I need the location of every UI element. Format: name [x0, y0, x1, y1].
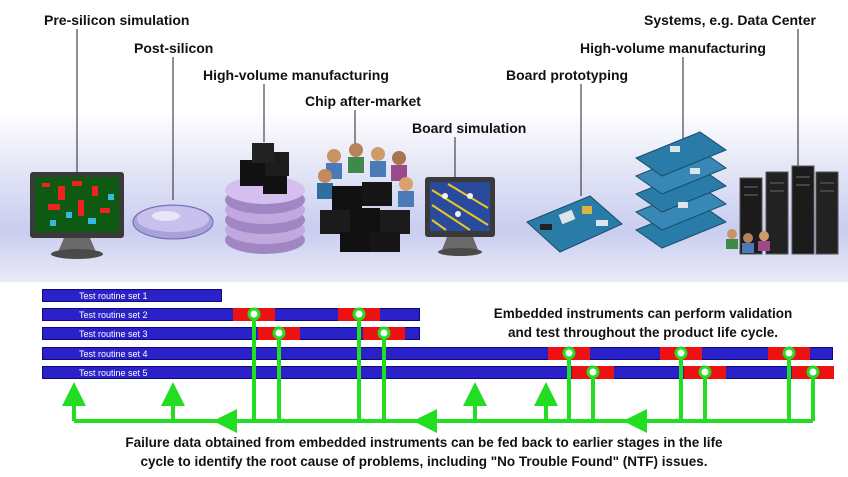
- board-stack-icon: [634, 131, 728, 249]
- test-routine-label: Test routine set 5: [79, 368, 148, 378]
- stage-label-chip-aftermarket: Chip after-market: [305, 93, 421, 109]
- test-routine-label: Test routine set 2: [79, 310, 148, 320]
- callout-line-1: Embedded instruments can perform validat…: [493, 306, 793, 321]
- people-chips-icon: [317, 143, 414, 252]
- stage-illustrations: [30, 29, 839, 259]
- test-routine-bar-2: Test routine set 2: [42, 308, 420, 321]
- stage-label-board-prototyping: Board prototyping: [506, 67, 629, 83]
- footer-line-2: cycle to identify the root cause of prob…: [140, 454, 708, 469]
- test-routine-bar-1: Test routine set 1: [42, 289, 222, 302]
- stage-label-post-silicon: Post-silicon: [134, 40, 214, 56]
- stage-label-hvm-chip: High-volume manufacturing: [203, 67, 389, 83]
- test-routine-bar-5: Test routine set 5: [42, 366, 833, 379]
- stage-label-hvm-board: High-volume manufacturing: [580, 40, 766, 56]
- stage-label-board-simulation: Board simulation: [412, 120, 527, 136]
- test-routine-label: Test routine set 3: [79, 329, 148, 339]
- stage-label-systems: Systems, e.g. Data Center: [644, 12, 816, 28]
- footer-line-1: Failure data obtained from embedded inst…: [125, 435, 723, 450]
- chip-stack-icon: [225, 143, 305, 254]
- monitor-icon-pre-silicon: [30, 172, 124, 259]
- circuit-board-icon: [526, 195, 623, 253]
- test-routine-bar-3: Test routine set 3: [42, 327, 420, 340]
- wafer-icon: [132, 204, 214, 240]
- monitor-icon-board-simulation: [425, 177, 495, 256]
- callout-text: Embedded instruments can perform validat…: [473, 304, 813, 342]
- server-rack-icon: [726, 165, 839, 255]
- test-routine-bar-4: Test routine set 4: [42, 347, 833, 360]
- stage-label-pre-silicon: Pre-silicon simulation: [44, 12, 190, 28]
- callout-line-2: and test throughout the product life cyc…: [507, 325, 778, 340]
- test-routine-label: Test routine set 4: [79, 349, 148, 359]
- footer-caption: Failure data obtained from embedded inst…: [0, 433, 848, 471]
- test-routine-label: Test routine set 1: [79, 291, 148, 301]
